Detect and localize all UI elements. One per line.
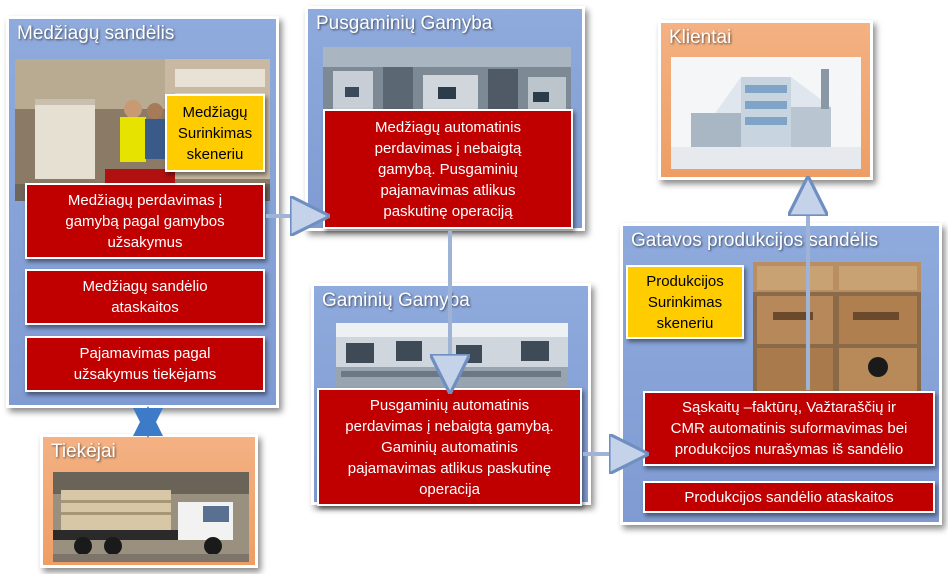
products-production-title: Gaminių Gamyba (322, 290, 470, 311)
materials-warehouse-title: Medžiagų sandėlis (17, 23, 175, 44)
semi-production-title: Pusgaminių Gamyba (316, 13, 493, 34)
materials-scanner-box: Medžiagų Surinkimas skeneriu (165, 94, 265, 172)
clients-panel: Klientai (658, 20, 873, 180)
products-production-photo (336, 323, 568, 395)
finished-warehouse-title: Gatavos produkcijos sandėlis (631, 230, 879, 251)
products-auto-box: Pusgaminių automatinis perdavimas į neba… (317, 388, 582, 506)
clients-title: Klientai (669, 27, 732, 48)
clients-building-photo (671, 57, 861, 169)
products-scanner-box: Produkcijos Surinkimas skeneriu (626, 265, 744, 339)
finished-reports-box: Produkcijos sandėlio ataskaitos (643, 481, 935, 513)
invoices-box: Sąskaitų –faktūrų, Važtaraščių ir CMR au… (643, 391, 935, 466)
suppliers-title: Tiekėjai (51, 441, 116, 462)
supplier-truck-photo (53, 472, 249, 562)
semi-auto-box: Medžiagų automatinis perdavimas į nebaig… (323, 109, 573, 229)
receipt-orders-box: Pajamavimas pagal užsakymus tiekėjams (25, 336, 265, 392)
suppliers-panel: Tiekėjai (40, 434, 258, 568)
materials-reports-box: Medžiagų sandėlio ataskaitos (25, 269, 265, 325)
finished-warehouse-panel: Gatavos produkcijos sandėlis (620, 223, 942, 525)
finished-warehouse-boxes-photo (753, 262, 921, 402)
materials-transfer-box: Medžiagų perdavimas į gamybą pagal gamyb… (25, 183, 265, 259)
